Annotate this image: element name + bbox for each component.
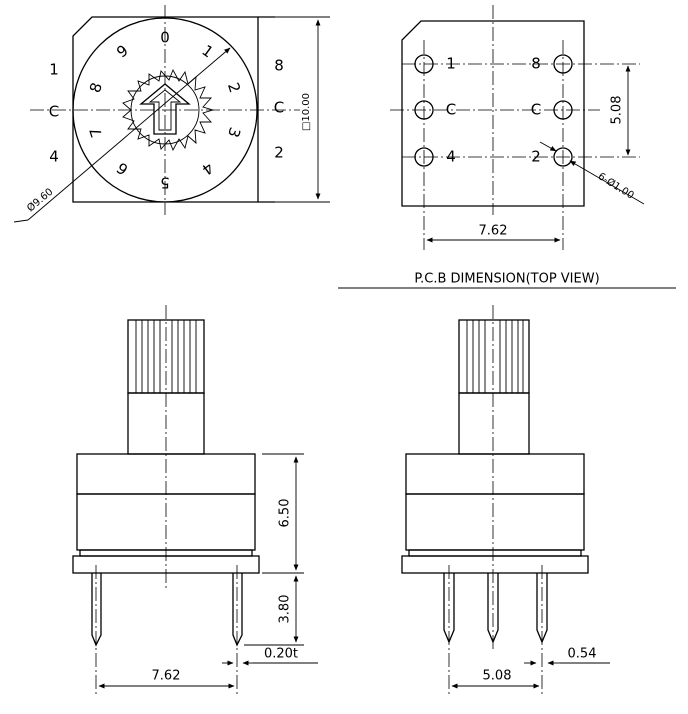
front-view: 6.50 3.80 0.20t 7.62 [72, 305, 318, 695]
side-body-upper [405, 453, 585, 495]
pcb-label-left: 4 [446, 148, 456, 166]
pcb-hole [553, 54, 573, 74]
pitch-h-label: 7.62 [479, 224, 508, 239]
dial-digit: 9 [113, 41, 131, 61]
terminal-label-right: 8 [274, 57, 284, 75]
pitch-v-label: 5.08 [610, 96, 625, 125]
pcb-hole [553, 100, 573, 120]
dial-digit: 8 [86, 80, 106, 95]
terminal-label-left: 1 [49, 61, 59, 79]
pcb-hole [414, 147, 434, 167]
diameter-leader-tail [13, 219, 29, 223]
terminal-label-right: C [274, 99, 284, 117]
arrow-icon-inner [148, 89, 182, 131]
pcb-labels: 1C 4 8C 2 5.08 7.62 6-Ø1.00P.C.B DIMENSION(TOP… [414, 55, 636, 287]
side-view: 5.08 0.54 [401, 305, 610, 695]
diameter-leader [27, 47, 231, 221]
dial-digit: 0 [160, 29, 170, 47]
side-body-base [401, 555, 589, 574]
front-view-labels: 6.50 3.80 0.20t 7.62 [152, 499, 299, 684]
pcb-label-left: 1 [446, 55, 456, 73]
dial-digit: 5 [160, 174, 170, 192]
pcb-label-right: 2 [531, 148, 541, 166]
pcb-title: P.C.B DIMENSION(TOP VIEW) [414, 272, 599, 287]
side-view-labels: 5.08 0.54 [483, 647, 597, 684]
side-pin-pitch-label: 5.08 [483, 669, 512, 684]
size-label: □10.00 [301, 93, 312, 131]
pcb-label-left: C [446, 101, 456, 119]
terminal-label-left: C [49, 103, 59, 121]
dial-digit: 3 [224, 125, 244, 140]
pcb-outline [401, 20, 585, 207]
pcb-label-right: 8 [531, 55, 541, 73]
pin-length-label: 3.80 [278, 595, 293, 624]
hole-leader-in [539, 141, 557, 152]
dial-digit: 7 [86, 125, 106, 140]
pcb-hole [553, 147, 573, 167]
pcb-hole [414, 100, 434, 120]
terminal-label-right: 2 [274, 144, 284, 162]
side-knob-head [458, 319, 530, 394]
dial-digit: 1 [198, 41, 216, 61]
pin-left [91, 573, 102, 647]
side-knob-shaft [458, 392, 530, 455]
pcb-view: 1C 4 8C 2 5.08 7.62 6-Ø1.00P.C.B DIMENSION(TOP… [338, 5, 676, 289]
pin-pitch-label: 7.62 [152, 669, 181, 684]
hole-label: 6-Ø1.00 [596, 170, 636, 201]
body-height-label: 6.50 [278, 499, 293, 528]
terminal-label-left: 4 [49, 148, 59, 166]
hole-leader [569, 160, 645, 205]
pcb-label-right: C [531, 101, 541, 119]
pin-width-label: 0.54 [568, 647, 597, 662]
dial-digit: 4 [198, 159, 216, 179]
side-body-lip [408, 549, 582, 557]
pin-right [232, 573, 243, 647]
pin-thickness-label: 0.20t [264, 647, 298, 662]
pcb-hole [414, 54, 434, 74]
dial-digit: 2 [224, 80, 244, 95]
side-body-middle [405, 493, 585, 551]
dial-digit: 6 [113, 159, 131, 179]
